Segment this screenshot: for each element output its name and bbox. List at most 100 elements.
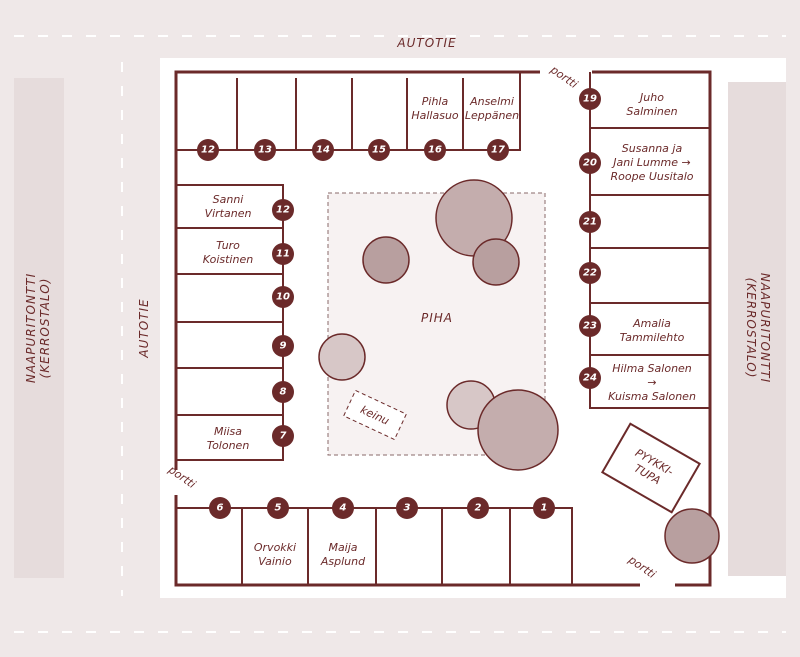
- unit-number-badge: [579, 211, 601, 233]
- unit-left_col[interactable]: 10: [272, 286, 294, 308]
- svg-text:NAAPURITONTTI: NAAPURITONTTI: [758, 273, 772, 383]
- unit-left_col[interactable]: 8: [272, 381, 294, 403]
- unit-right_col[interactable]: 24 Hilma Salonen→Kuisma Salonen: [579, 362, 696, 403]
- unit-number: 21: [583, 217, 597, 228]
- unit-number-badge: [533, 497, 555, 519]
- neighbor-label-left: NAAPURITONTTI (KERROSTALO): [24, 273, 52, 383]
- resident-name: Pihla: [422, 95, 449, 108]
- unit-number-badge: [424, 139, 446, 161]
- unit-number-badge: [312, 139, 334, 161]
- svg-text:(KERROSTALO): (KERROSTALO): [38, 278, 52, 379]
- resident-name: Vainio: [258, 555, 292, 568]
- resident-name: Jani Lumme →: [611, 156, 691, 169]
- unit-number: 23: [583, 321, 597, 332]
- resident-name: Turo: [216, 239, 240, 252]
- unit-number: 2: [475, 503, 482, 514]
- resident-name: Hilma Salonen: [612, 362, 692, 375]
- unit-number: 3: [404, 503, 411, 514]
- unit-left_col[interactable]: 9: [272, 335, 294, 357]
- svg-text:(KERROSTALO): (KERROSTALO): [744, 278, 758, 379]
- resident-name: Orvokki: [254, 541, 296, 554]
- resident-name: Leppänen: [465, 109, 519, 122]
- unit-number-badge: [332, 497, 354, 519]
- resident-name: Amalia: [632, 317, 671, 330]
- unit-bottom_row[interactable]: 6: [209, 497, 231, 519]
- tree-icon: [362, 236, 410, 284]
- unit-number: 12: [276, 205, 290, 216]
- swing[interactable]: keinu: [343, 389, 407, 441]
- resident-name: Virtanen: [205, 207, 252, 220]
- unit-right_col[interactable]: 22: [579, 262, 601, 284]
- unit-number: 17: [491, 145, 505, 156]
- unit-number: 13: [258, 145, 272, 156]
- resident-name: Salminen: [626, 105, 677, 118]
- unit-number-badge: [254, 139, 276, 161]
- resident-name: Maija: [328, 541, 357, 554]
- neighbor-label-right: NAAPURITONTTI (KERROSTALO): [744, 273, 772, 383]
- unit-top_row[interactable]: 12: [197, 139, 219, 161]
- road-label-left: AUTOTIE: [137, 298, 151, 358]
- unit-number-badge: [272, 425, 294, 447]
- unit-right_col[interactable]: 21: [579, 211, 601, 233]
- unit-number-badge: [396, 497, 418, 519]
- neighbor-lot-left: [14, 78, 64, 578]
- resident-name: Koistinen: [203, 253, 253, 266]
- unit-top_row[interactable]: 15: [368, 139, 390, 161]
- tree-icon: [318, 333, 366, 381]
- unit-number-badge: [579, 315, 601, 337]
- courtyard-label: PIHA: [421, 311, 453, 325]
- trees: [318, 179, 720, 564]
- unit-top_row[interactable]: 13: [254, 139, 276, 161]
- road-label-top: AUTOTIE: [396, 36, 456, 50]
- resident-name: →: [647, 376, 656, 389]
- unit-number-badge: [579, 88, 601, 110]
- tree-icon: [477, 389, 559, 471]
- unit-number-badge: [197, 139, 219, 161]
- unit-number: 10: [276, 292, 290, 303]
- unit-number-badge: [579, 367, 601, 389]
- unit-number-badge: [272, 335, 294, 357]
- unit-number: 19: [583, 94, 597, 105]
- neighbor-lot-right: [728, 82, 786, 576]
- unit-number-badge: [272, 286, 294, 308]
- unit-number-badge: [272, 381, 294, 403]
- resident-name: Kuisma Salonen: [608, 390, 696, 403]
- unit-number-badge: [467, 497, 489, 519]
- unit-number: 15: [372, 145, 386, 156]
- unit-number: 16: [428, 145, 442, 156]
- unit-number-badge: [579, 262, 601, 284]
- unit-bottom_row[interactable]: 3: [396, 497, 418, 519]
- unit-number: 4: [339, 503, 347, 514]
- unit-bottom_row[interactable]: 1: [533, 497, 555, 519]
- unit-top_row[interactable]: 14: [312, 139, 334, 161]
- unit-number: 20: [583, 158, 597, 169]
- unit-number-badge: [267, 497, 289, 519]
- unit-number: 24: [583, 373, 597, 384]
- unit-number: 14: [316, 145, 330, 156]
- resident-name: Tammilehto: [620, 331, 685, 344]
- tree-icon: [472, 238, 520, 286]
- resident-name: Hallasuo: [411, 109, 459, 122]
- svg-text:NAAPURITONTTI: NAAPURITONTTI: [24, 273, 38, 383]
- unit-number-badge: [209, 497, 231, 519]
- unit-number-badge: [272, 199, 294, 221]
- unit-bottom_row[interactable]: 2: [467, 497, 489, 519]
- laundry-house[interactable]: PYYKKI- TUPA: [600, 422, 702, 514]
- unit-number: 8: [280, 387, 287, 398]
- unit-number: 5: [275, 503, 282, 514]
- resident-name: Susanna ja: [622, 142, 683, 155]
- resident-name: Tolonen: [207, 439, 250, 452]
- resident-name: Anselmi: [469, 95, 514, 108]
